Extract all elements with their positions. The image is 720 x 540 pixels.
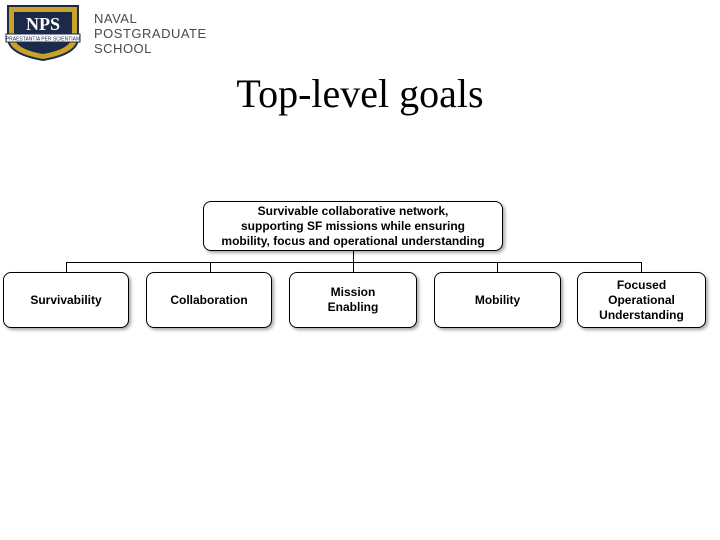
child-connector (210, 262, 211, 272)
goal-box-mission-enabling: Mission Enabling (289, 272, 417, 328)
nps-logo: NPS PRAESTANTIA PER SCIENTIAM NAVAL POST… (4, 4, 207, 64)
logo-school-name: NAVAL POSTGRADUATE SCHOOL (94, 11, 207, 56)
root-goal-line: supporting SF missions while ensuring (240, 218, 466, 233)
root-goal-line: mobility, focus and operational understa… (221, 233, 485, 248)
root-goal-box: Survivable collaborative network, suppor… (203, 201, 503, 251)
nps-shield-icon: NPS PRAESTANTIA PER SCIENTIAM (5, 5, 81, 62)
page-title: Top-level goals (236, 71, 484, 116)
root-goal-line: Survivable collaborative network, (257, 203, 449, 218)
goal-label: Focused Operational Understanding (599, 277, 684, 322)
child-connector (353, 262, 354, 272)
goal-label: Survivability (30, 292, 102, 307)
goal-box-mobility: Mobility (434, 272, 561, 328)
goal-label: Mission Enabling (327, 285, 379, 314)
logo-emblem-text: NPS (26, 14, 60, 34)
goal-box-focused-operational-understanding: Focused Operational Understanding (577, 272, 706, 328)
goal-label: Collaboration (170, 292, 248, 307)
goal-box-survivability: Survivability (3, 272, 129, 328)
child-connector (641, 262, 642, 272)
goal-label: Mobility (474, 292, 521, 307)
root-connector (353, 251, 354, 262)
logo-motto: PRAESTANTIA PER SCIENTIAM (6, 37, 80, 43)
child-connector (66, 262, 67, 272)
goal-box-collaboration: Collaboration (146, 272, 272, 328)
child-connector (497, 262, 498, 272)
